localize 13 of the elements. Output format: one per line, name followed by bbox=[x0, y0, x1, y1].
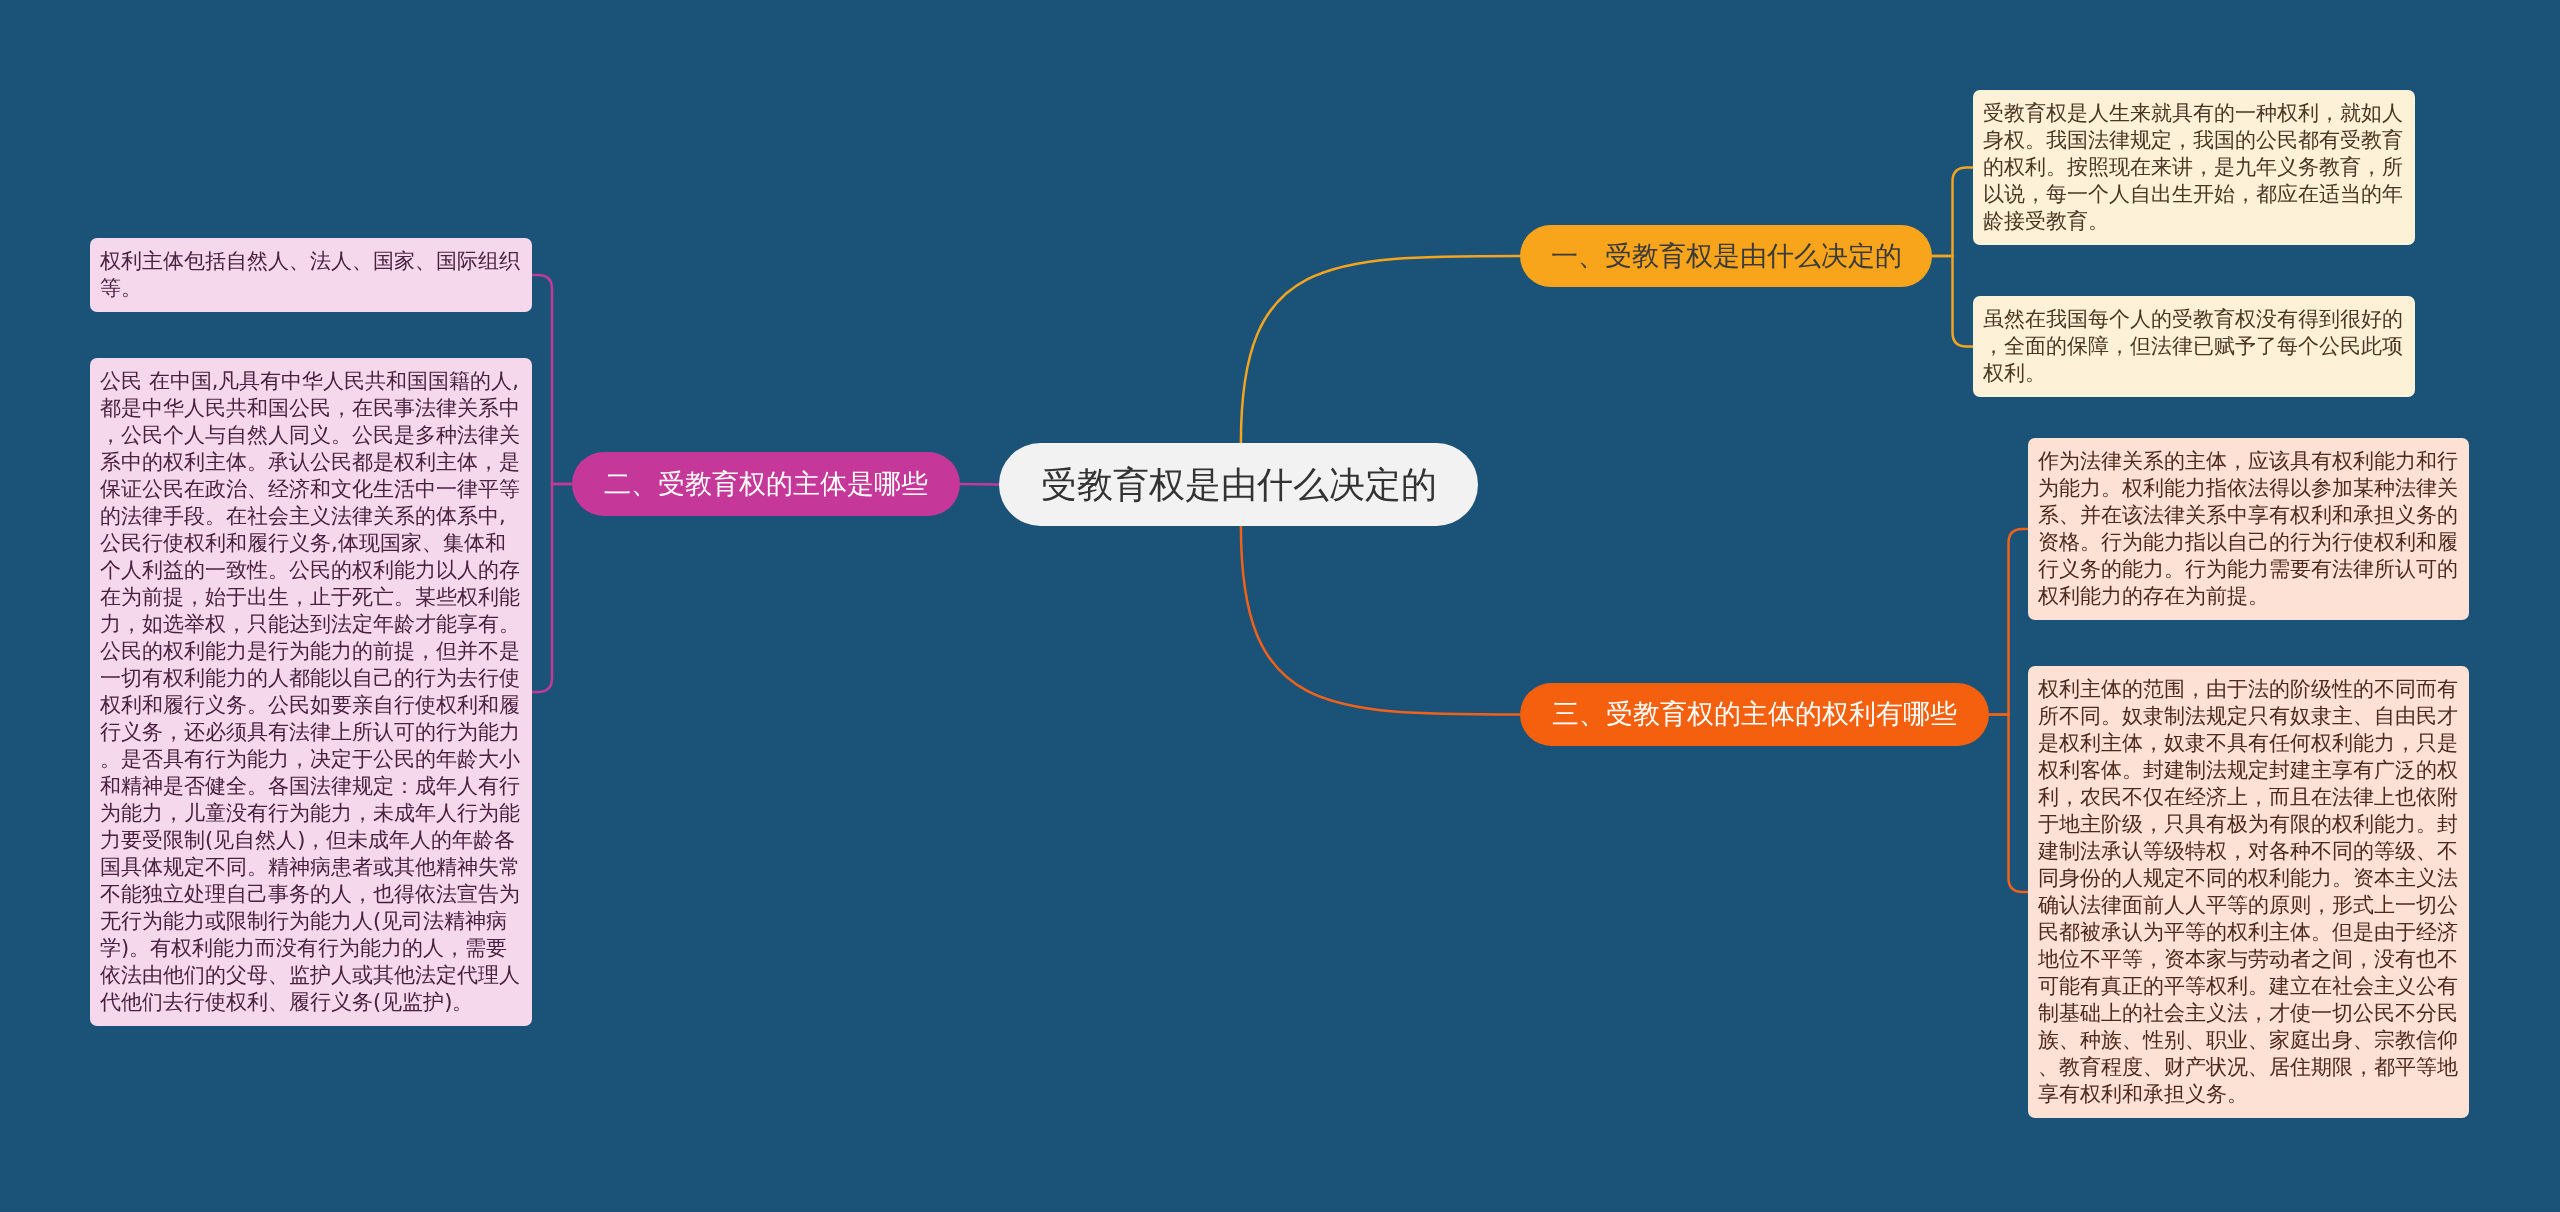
note-card: 权利主体的范围，由于法的阶级性的不同而有所不同。奴隶制法规定只有奴隶主、自由民才是权利主体，奴隶不具有任何权利能力，只是权利客体。封建制法规定封建主享有广泛的权利，农民不仅在经济上，而且在法律上也依附于地主阶级，只具有极为有限的权利能力。封建制法承认等级特权，对各种不同的等级、不同身份的人规定不同的权利能力。资本主义法确认法律面前人人平等的原则，形式上一切公民都被承认为平等的权利主体。但是由于经济地位不平等，资本家与劳动者之间，没有也不可能有真正的平等权利。建立在社会主义公有制基础上的社会主义法，才使一切公民不分民族、种族、性别、职业、家庭出身、宗教信仰、教育程度、财产状况、居住期限，都平等地享有权利和承担义务。 bbox=[2028, 666, 2469, 1118]
note-card: 公民 在中国,凡具有中华人民共和国国籍的人,都是中华人民共和国公民，在民事法律关系中，公民个人与自然人同义。公民是多种法律关系中的权利主体。承认公民都是权利主体，是保证公民在政治、经济和文化生活中一律平等的法律手段。在社会主义法律关系的体系中,公民行使权利和履行义务,体现国家、集体和个人利益的一致性。公民的权利能力以人的存在为前提，始于出生，止于死亡。某些权利能力，如选举权，只能达到法定年龄才能享有。公民的权利能力是行为能力的前提，但并不是一切有权利能力的人都能以自己的行为去行使权利和履行义务。公民如要亲自行使权利和履行义务，还必须具有法律上所认可的行为能力。是否具有行为能力，决定于公民的年龄大小和精神是否健全。各国法律规定：成年人有行为能力，儿童没有行为能力，未成年人行为能力要受限制(见自然人)，但未成年人的年龄各国具体规定不同。精神病患者或其他精神失常不能独立处理自己事务的人，也得依法宣告为无行为能力或限制行为能力人(见司法精神病学)。有权利能力而没有行为能力的人，需要依法由他们的父母、监护人或其他法定代理人代他们去行使权利、履行义务(见监护)。 bbox=[90, 358, 532, 1026]
branch-topic: 一、受教育权是由什么决定的 bbox=[1520, 225, 1932, 287]
central-topic: 受教育权是由什么决定的 bbox=[999, 443, 1478, 526]
note-card: 权利主体包括自然人、法人、国家、国际组织等。 bbox=[90, 238, 532, 312]
note-card: 受教育权是人生来就具有的一种权利，就如人身权。我国法律规定，我国的公民都有受教育的权利。按照现在来讲，是九年义务教育，所以说，每一个人自出生开始，都应在适当的年龄接受教育。 bbox=[1973, 90, 2415, 245]
branch-line bbox=[1239, 525, 1520, 716]
branch-topic: 三、受教育权的主体的权利有哪些 bbox=[1520, 683, 1989, 746]
branch-line bbox=[1239, 254, 1520, 444]
branch-line bbox=[960, 482, 999, 486]
note-card: 作为法律关系的主体，应该具有权利能力和行为能力。权利能力指依法得以参加某种法律关系、并在该法律关系中享有权利和承担义务的资格。行为能力指以自己的行为行使权利和履行义务的能力。行为能力需要有法律所认可的权利能力的存在为前提。 bbox=[2028, 438, 2469, 620]
branch-topic: 二、受教育权的主体是哪些 bbox=[572, 452, 960, 516]
note-card: 虽然在我国每个人的受教育权没有得到很好的，全面的保障，但法律已赋予了每个公民此项权利。 bbox=[1973, 296, 2415, 397]
